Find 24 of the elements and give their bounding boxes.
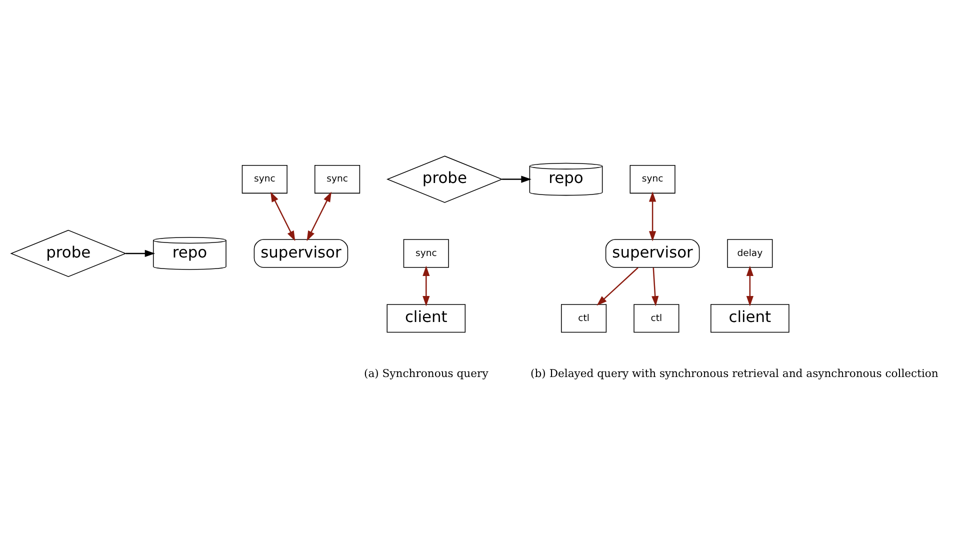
node-box: sync <box>242 164 288 194</box>
node-box: sync <box>314 164 360 194</box>
arrow <box>126 249 156 257</box>
label: (a) Synchronous query <box>364 366 488 380</box>
node-box: sync <box>630 164 676 194</box>
arrow <box>652 267 659 306</box>
arrow <box>648 191 656 241</box>
node-box: client <box>386 304 466 332</box>
node-diamond: probe <box>10 229 127 277</box>
node-diamond: probe <box>386 155 503 202</box>
label: (b) Delayed query with synchronous retrieval and asynchronous collection <box>530 366 938 380</box>
arrow <box>270 191 296 241</box>
node-box: delay <box>727 238 773 268</box>
arrow <box>422 265 430 306</box>
node-box: client <box>710 304 790 332</box>
node-box: supervisor <box>254 238 348 268</box>
node-box: ctl <box>560 304 607 332</box>
arrow <box>596 266 638 306</box>
node-box: ctl <box>634 304 680 332</box>
arrow <box>502 175 532 182</box>
node-box: sync <box>403 238 449 268</box>
arrow <box>746 265 754 306</box>
node-box: supervisor <box>605 238 700 268</box>
arrow <box>306 191 332 241</box>
